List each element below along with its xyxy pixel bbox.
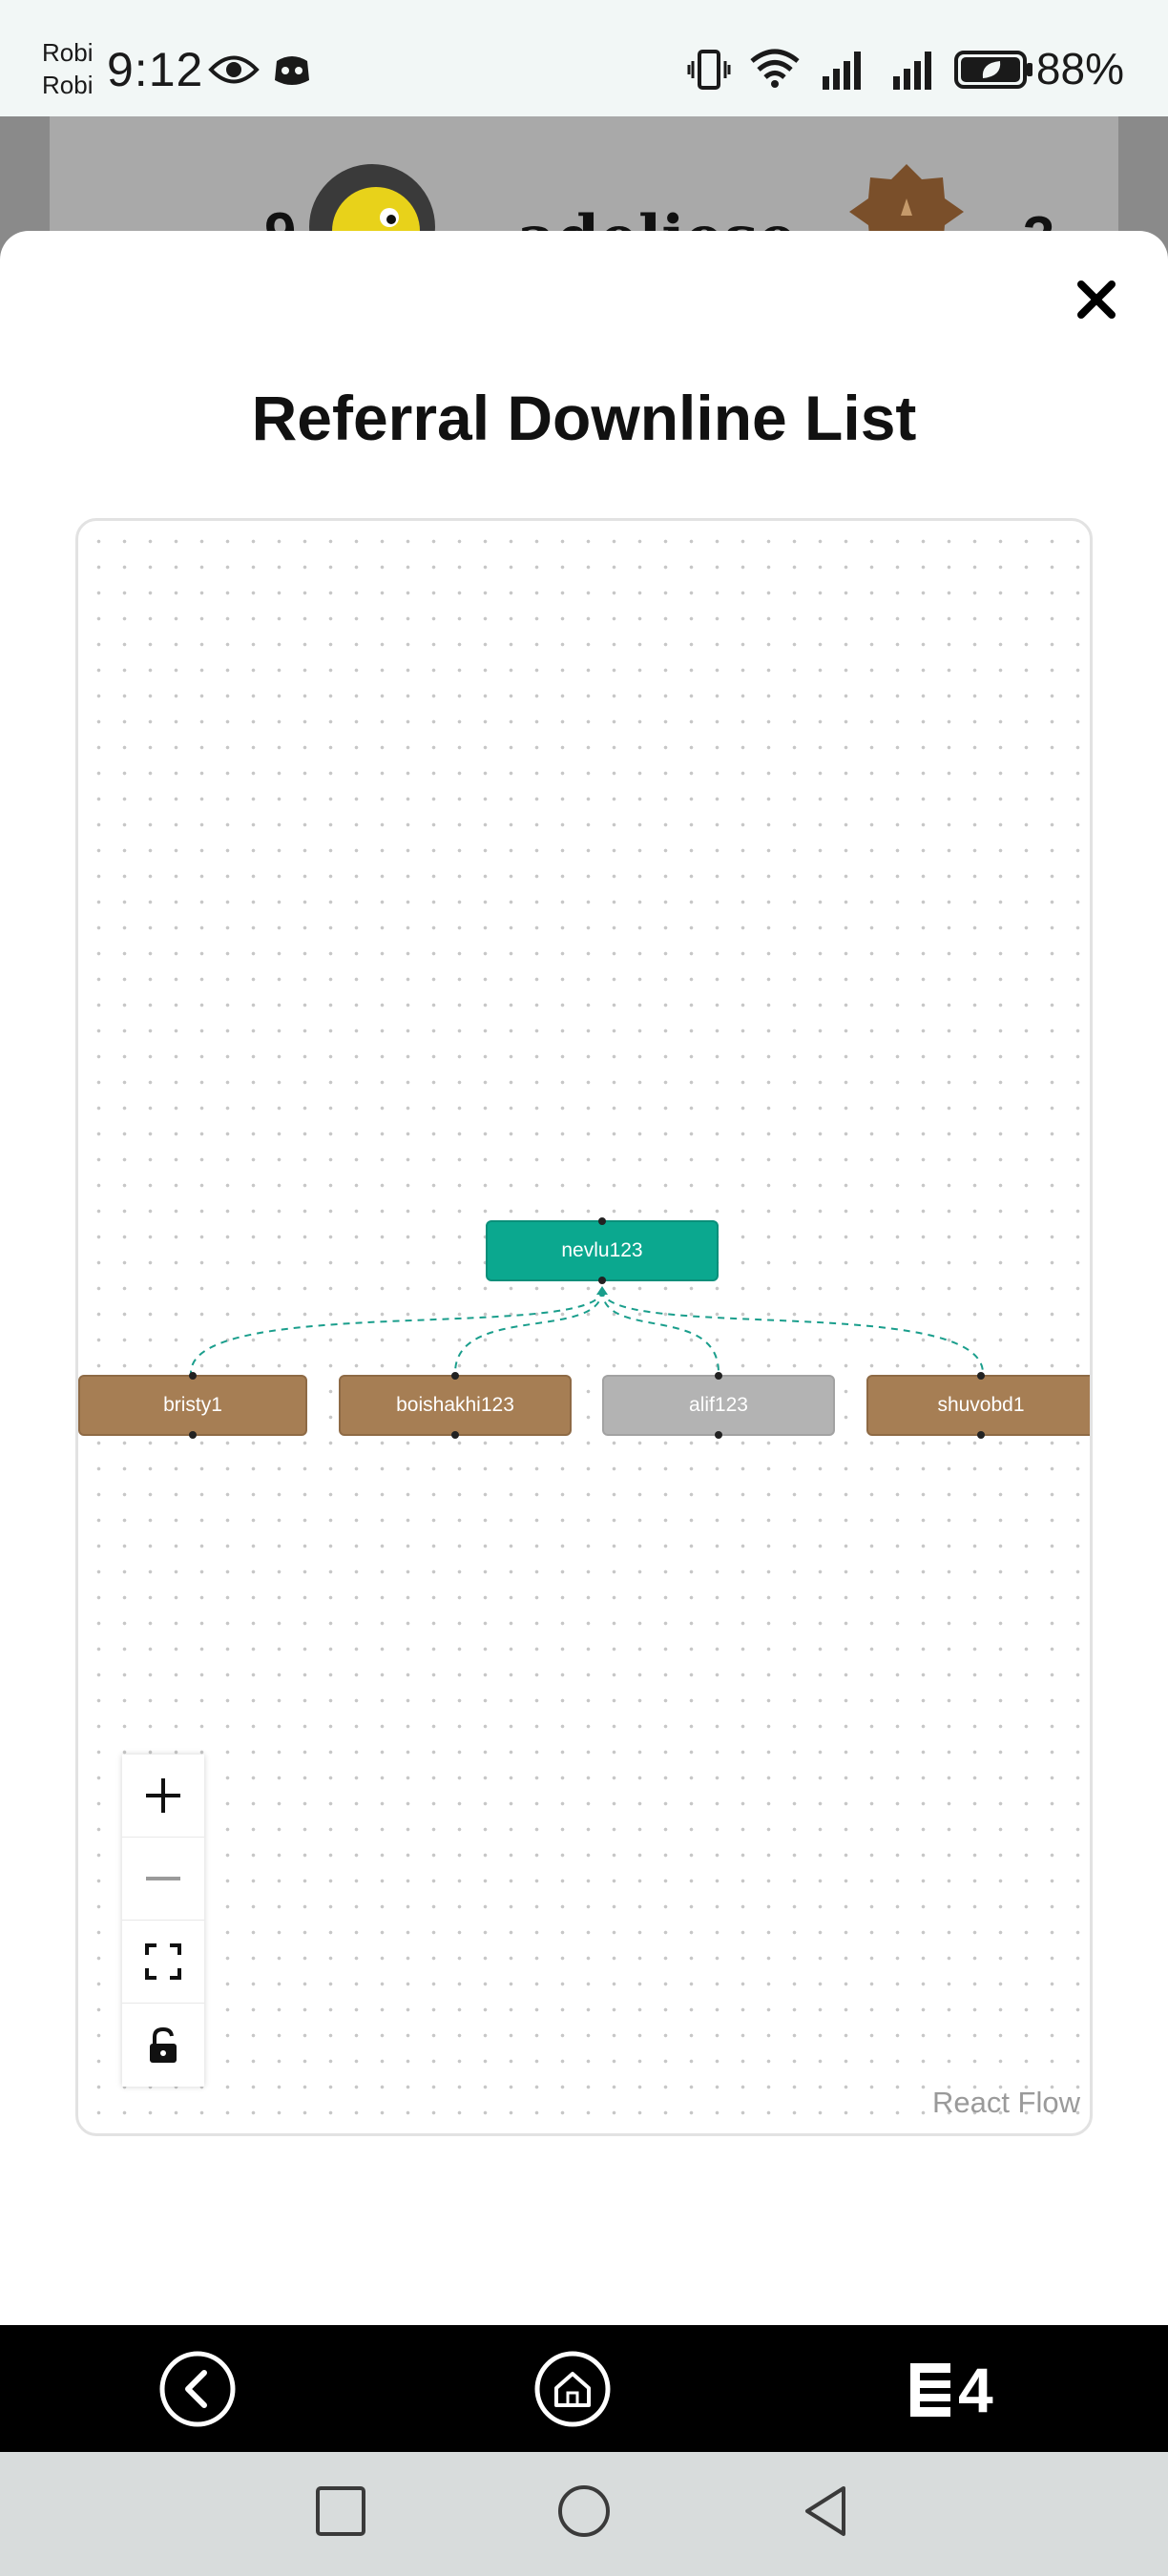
home-circle-icon[interactable] <box>553 2481 615 2542</box>
node-handle[interactable] <box>189 1431 197 1439</box>
node-handle[interactable] <box>598 1277 606 1284</box>
node-root[interactable]: nevlu123 <box>486 1217 719 1284</box>
app-logo-icon[interactable] <box>908 2361 952 2419</box>
close-icon[interactable] <box>1074 277 1119 322</box>
status-bar: Robi Robi 9:12 88% <box>0 0 1168 116</box>
app-bottom-nav: 4 <box>0 2325 1168 2452</box>
zoom-in-icon <box>146 1778 180 1813</box>
flow-controls <box>122 1755 204 2087</box>
node-handle[interactable] <box>715 1431 722 1439</box>
node-label: alif123 <box>689 1394 748 1416</box>
vibrate-icon <box>687 50 731 90</box>
badge-icon <box>849 164 964 246</box>
edge-root-boishakhi123 <box>454 1289 603 1374</box>
recents-icon[interactable] <box>310 2481 371 2542</box>
node-handle[interactable] <box>189 1372 197 1380</box>
node-handle[interactable] <box>715 1372 722 1380</box>
edge-root-alif123 <box>601 1289 720 1374</box>
fit-view-icon <box>145 1943 181 1980</box>
node-handle[interactable] <box>977 1431 985 1439</box>
node-child-shuvobd1[interactable]: shuvobd1 <box>866 1372 1090 1439</box>
zoom-out-button[interactable] <box>122 1838 204 1921</box>
node-label: bristy1 <box>163 1394 222 1416</box>
edge-root-bristy1 <box>190 1289 603 1374</box>
clock: 9:12 <box>107 43 204 96</box>
discord-icon <box>275 56 309 85</box>
edge-root-shuvobd1 <box>601 1289 984 1374</box>
signal-icon <box>823 52 861 90</box>
react-flow-attribution[interactable]: React Flow <box>931 2086 1080 2119</box>
eye-icon <box>208 55 260 84</box>
node-handle[interactable] <box>451 1431 459 1439</box>
lock-button[interactable] <box>122 2004 204 2087</box>
zoom-out-icon <box>146 1877 180 1880</box>
zoom-in-button[interactable] <box>122 1755 204 1838</box>
modal-title: Referral Downline List <box>251 383 917 453</box>
flow-edges <box>190 1286 984 1374</box>
battery-icon <box>954 51 1032 89</box>
node-label: shuvobd1 <box>937 1394 1025 1416</box>
node-child-boishakhi123[interactable]: boishakhi123 <box>339 1372 572 1439</box>
node-child-bristy1[interactable]: bristy1 <box>78 1372 307 1439</box>
node-label: nevlu123 <box>561 1239 643 1261</box>
home-icon[interactable] <box>533 2350 612 2428</box>
lock-icon <box>150 2026 177 2063</box>
node-label: boishakhi123 <box>396 1394 514 1416</box>
wifi-icon <box>750 49 800 88</box>
node-handle[interactable] <box>598 1217 606 1225</box>
referral-flow-canvas[interactable]: nevlu123 bristy1 boishakhi123 alif123 sh… <box>75 518 1093 2136</box>
back-triangle-icon[interactable] <box>796 2481 857 2542</box>
carrier-label: Robi Robi <box>42 38 94 99</box>
node-handle[interactable] <box>977 1372 985 1380</box>
signal-icon-2 <box>893 52 931 90</box>
node-child-alif123[interactable]: alif123 <box>602 1372 835 1439</box>
edge-arrow <box>596 1286 608 1295</box>
battery-percent: 88% <box>1035 44 1124 93</box>
app-logo-text[interactable]: 4 <box>958 2355 993 2425</box>
fit-view-button[interactable] <box>122 1921 204 2004</box>
back-icon[interactable] <box>158 2350 237 2428</box>
node-handle[interactable] <box>451 1372 459 1380</box>
leaderboard-row: 9 adeliese 3 <box>50 116 1118 274</box>
system-nav-bar <box>0 2452 1168 2576</box>
